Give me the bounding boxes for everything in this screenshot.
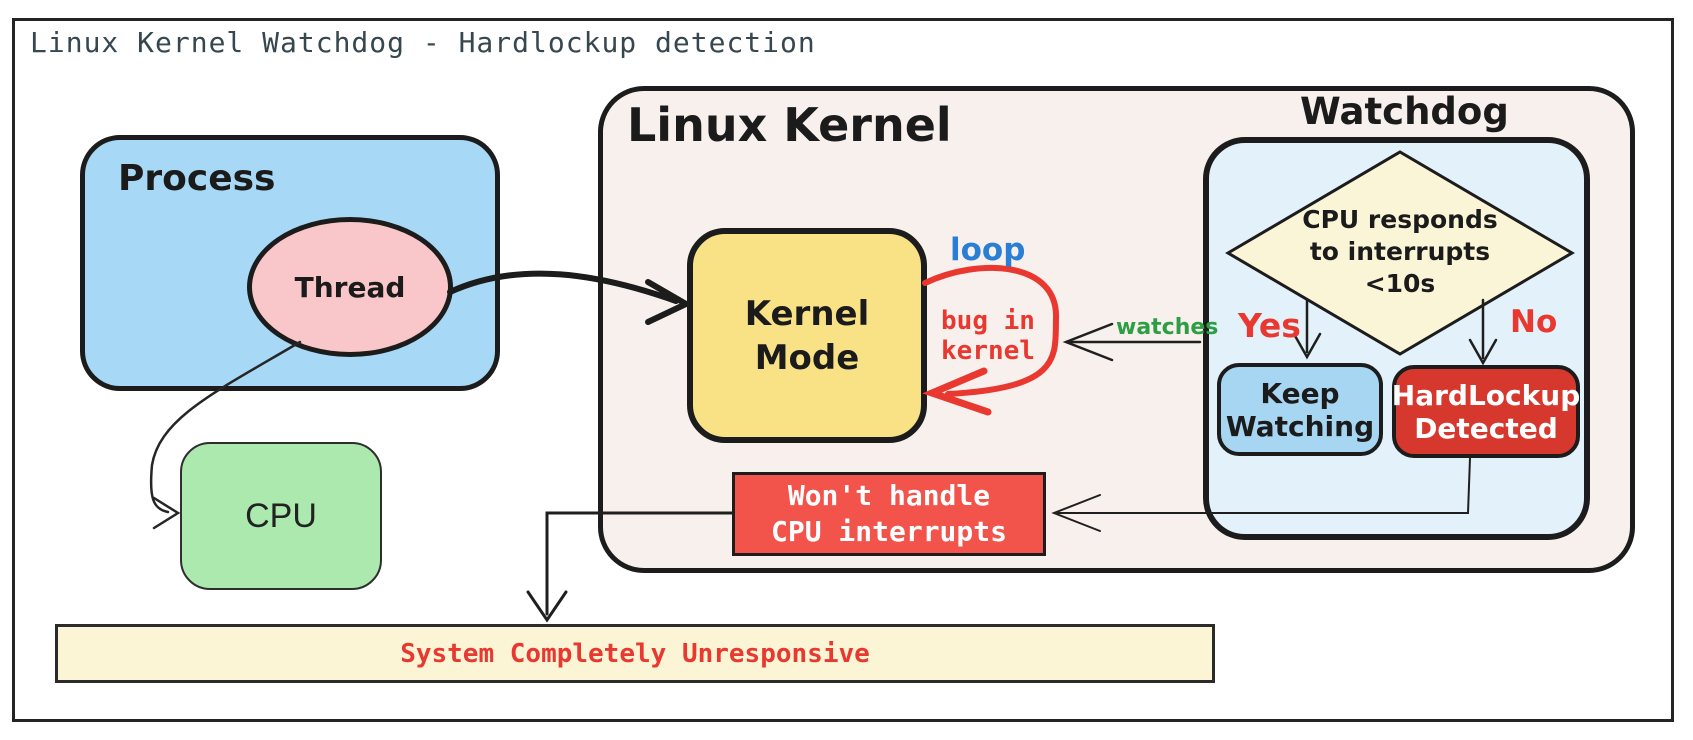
kernel-mode-box: Kernel Mode bbox=[687, 228, 927, 443]
watches-label: watches bbox=[1116, 315, 1219, 340]
watchdog-label: Watchdog bbox=[1300, 90, 1509, 133]
hardlockup-line1: HardLockup bbox=[1391, 378, 1581, 412]
keep-watching-line1: Keep bbox=[1260, 376, 1340, 410]
system-unresponsive-banner: System Completely Unresponsive bbox=[55, 624, 1215, 683]
wont-handle-box: Won't handle CPU interrupts bbox=[732, 472, 1046, 556]
diagram-title: Linux Kernel Watchdog - Hardlockup detec… bbox=[30, 26, 816, 59]
hardlockup-line2: Detected bbox=[1414, 411, 1558, 445]
keep-watching-line2: Watching bbox=[1225, 409, 1375, 443]
bug-in-kernel-label: bug in kernel bbox=[941, 306, 1035, 366]
hardlockup-detected-box: HardLockup Detected bbox=[1392, 365, 1580, 458]
banner-label: System Completely Unresponsive bbox=[400, 638, 870, 669]
wont-handle-line2: CPU interrupts bbox=[770, 515, 1007, 548]
loop-label: loop bbox=[950, 232, 1026, 268]
yes-label: Yes bbox=[1238, 306, 1301, 345]
cpu-box: CPU bbox=[180, 442, 382, 590]
keep-watching-box: Keep Watching bbox=[1217, 363, 1383, 456]
wont-handle-line1: Won't handle bbox=[787, 479, 991, 512]
kernel-mode-line2: Mode bbox=[754, 337, 860, 378]
cpu-label: CPU bbox=[245, 496, 317, 535]
decision-diamond-label: CPU responds to interrupts <10s bbox=[1302, 205, 1498, 298]
kernel-mode-line1: Kernel bbox=[744, 293, 870, 334]
no-label: No bbox=[1510, 304, 1558, 340]
linux-kernel-label: Linux Kernel bbox=[627, 98, 952, 152]
thread-label: Thread bbox=[294, 270, 406, 304]
thread-ellipse: Thread bbox=[247, 217, 453, 357]
process-label: Process bbox=[118, 158, 276, 199]
